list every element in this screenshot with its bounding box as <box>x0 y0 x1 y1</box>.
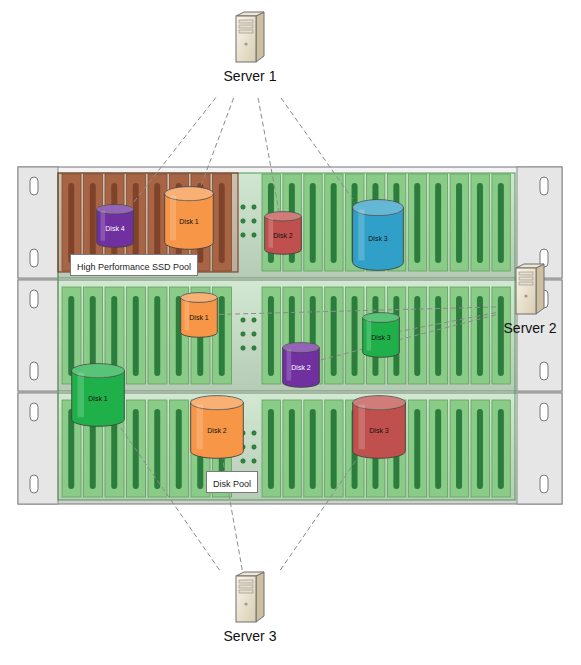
disk-text-holder: Disk 1 <box>71 380 125 417</box>
disk-node: Disk 3 <box>362 312 400 358</box>
chassis-units <box>18 167 562 504</box>
pool-label-box: Disk Pool <box>206 471 258 493</box>
disk-text-holder: Disk 1 <box>180 305 218 330</box>
server-icon <box>230 570 270 624</box>
disk-label: Disk 3 <box>368 235 387 243</box>
disk-label: Disk 4 <box>105 225 124 233</box>
pool-label: Disk Pool <box>213 479 251 489</box>
disk-node: Disk 3 <box>352 395 406 459</box>
dashed-connector <box>320 315 496 360</box>
server-node: Server 3 <box>216 570 284 658</box>
disk-pool-region <box>58 173 515 500</box>
disk-label: Disk 3 <box>369 427 388 435</box>
server-icon <box>230 10 270 64</box>
disk-node: Disk 1 <box>71 363 125 427</box>
rack-ears <box>18 167 562 504</box>
server-label: Server 3 <box>216 628 284 644</box>
server-label: Server 2 <box>496 320 564 336</box>
dashed-connector <box>400 313 496 332</box>
disk-label: Disk 2 <box>207 427 226 435</box>
disk-label: Disk 3 <box>371 334 390 342</box>
disk-node: Disk 2 <box>264 211 302 255</box>
disk-node: Disk 1 <box>164 186 214 250</box>
disk-node: Disk 4 <box>96 204 134 248</box>
pool-label: High Performance SSD Pool <box>77 262 191 272</box>
disk-text-holder: Disk 2 <box>190 412 244 449</box>
disk-text-holder: Disk 2 <box>264 224 302 248</box>
disk-text-holder: Disk 4 <box>96 217 134 241</box>
dashed-connector <box>280 459 357 570</box>
server-label: Server 1 <box>216 68 284 84</box>
disk-label: Disk 2 <box>273 232 292 240</box>
disk-text-holder: Disk 1 <box>164 203 214 240</box>
dashed-connector <box>201 98 234 186</box>
dashed-connector <box>281 98 352 199</box>
disk-label: Disk 1 <box>189 314 208 322</box>
disk-node: Disk 1 <box>180 292 218 338</box>
server-icon <box>510 262 550 316</box>
dashed-connector <box>258 98 279 211</box>
disk-label: Disk 1 <box>179 218 198 226</box>
disk-node: Disk 2 <box>282 342 320 388</box>
disk-label: Disk 2 <box>291 364 310 372</box>
disk-text-holder: Disk 2 <box>282 355 320 380</box>
pool-label-box: High Performance SSD Pool <box>70 254 198 276</box>
dashed-connector <box>132 97 216 204</box>
dashed-connector <box>218 307 496 315</box>
disk-cylinder <box>352 199 404 271</box>
disk-node: Disk 2 <box>190 395 244 459</box>
disk-pool: Disk Pool High Performance SSD Pool Disk 4… <box>58 173 515 500</box>
disk-label: Disk 1 <box>88 395 107 403</box>
disk-text-holder: Disk 3 <box>352 412 406 449</box>
ssd-pool: High Performance SSD Pool Disk 4 Disk 1 <box>58 173 238 272</box>
disk-node: Disk 3 <box>352 199 404 271</box>
disk-text-holder: Disk 3 <box>352 218 404 260</box>
server-node: Server 2 <box>496 262 564 350</box>
disk-text-holder: Disk 3 <box>362 325 400 350</box>
server-node: Server 1 <box>216 10 284 98</box>
